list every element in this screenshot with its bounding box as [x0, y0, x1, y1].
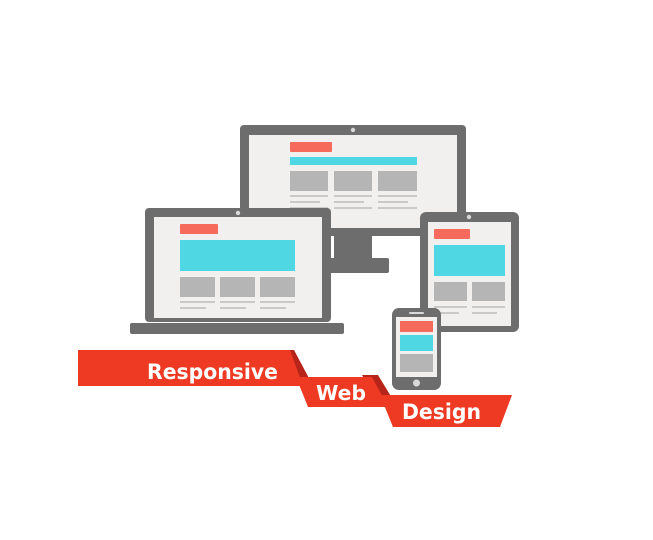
monitor-hero-bar — [290, 157, 417, 165]
phone-card — [400, 354, 433, 372]
tablet-header-bar — [434, 229, 470, 239]
ribbon-segment-2 — [296, 377, 388, 407]
laptop-hero-block — [180, 240, 295, 271]
laptop — [130, 208, 344, 334]
monitor-card-2 — [334, 171, 372, 191]
tablet-card-1 — [434, 282, 467, 301]
monitor-header-bar — [290, 142, 332, 152]
tablet-hero-block — [434, 245, 505, 276]
tablet-card-2 — [472, 282, 505, 301]
monitor-card-1 — [290, 171, 328, 191]
ribbon-word-design: Design — [402, 400, 481, 424]
laptop-card-2 — [220, 277, 255, 297]
ribbon-segment-1 — [78, 350, 303, 386]
ribbon-segment-3 — [380, 395, 512, 427]
monitor-neck — [334, 236, 372, 258]
laptop-text-lines — [180, 301, 295, 309]
laptop-camera — [235, 210, 241, 216]
tablet — [420, 212, 519, 332]
ribbon-word-web: Web — [316, 381, 366, 405]
tablet-camera — [466, 214, 472, 220]
phone-home-button — [413, 379, 420, 387]
laptop-card-3 — [260, 277, 295, 297]
phone-header-bar — [400, 321, 433, 332]
phone-hero-block — [400, 335, 433, 351]
smartphone — [392, 308, 441, 390]
laptop-header-bar — [180, 224, 218, 234]
laptop-card-1 — [180, 277, 215, 297]
ribbon-word-responsive: Responsive — [147, 360, 278, 384]
tablet-text-lines — [434, 306, 505, 314]
monitor-stand-base — [322, 258, 389, 273]
laptop-base — [130, 323, 344, 334]
phone-speaker — [409, 312, 424, 314]
monitor-camera — [350, 127, 356, 133]
monitor-card-3 — [378, 171, 417, 191]
ribbon-banner: Responsive Web Design — [78, 350, 512, 427]
